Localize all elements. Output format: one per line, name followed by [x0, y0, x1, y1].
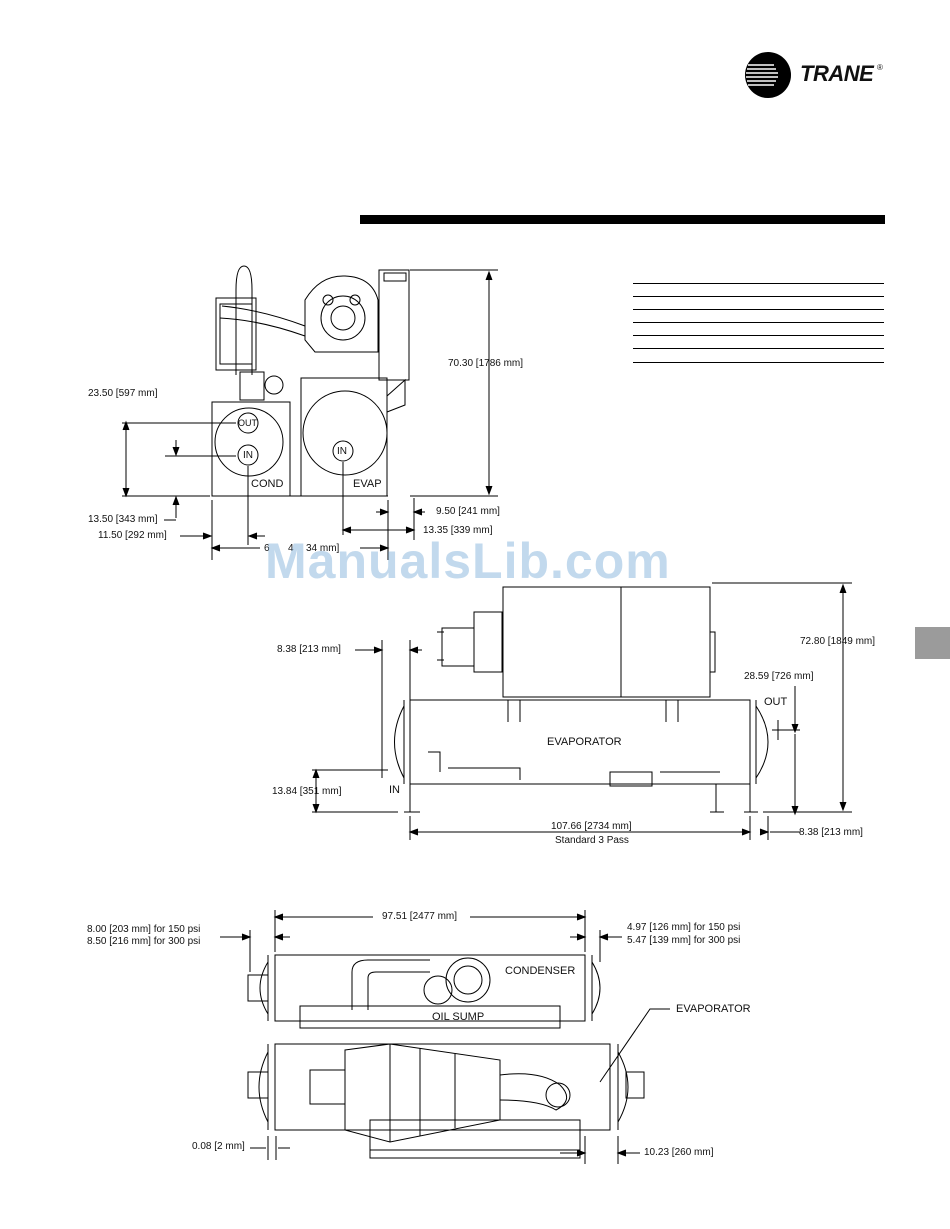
dim-width-partial-a: 6 — [264, 543, 270, 554]
dim-side-left-offset: 8.38 [213 mm] — [277, 644, 341, 655]
dim-top-left-300: 8.50 [216 mm] for 300 psi — [87, 936, 201, 947]
top-evaporator-label: EVAPORATOR — [676, 1003, 751, 1015]
table-rule — [633, 348, 884, 349]
table-rule — [633, 322, 884, 323]
dim-side-in-height: 13.84 [351 mm] — [272, 786, 342, 797]
oil-sump-label: OIL SUMP — [432, 1011, 485, 1023]
dim-side-length-note: Standard 3 Pass — [555, 835, 629, 846]
dim-top-length: 97.51 [2477 mm] — [382, 911, 458, 922]
dim-top-right-300: 5.47 [139 mm] for 300 psi — [627, 935, 741, 946]
section-side-tab — [915, 627, 950, 659]
dim-cond-out-height: 23.50 [597 mm] — [88, 388, 158, 399]
dim-height-overall: 70.30 [1786 mm] — [448, 358, 524, 369]
cond-out-label: OUT — [238, 418, 257, 428]
out-label: OUT — [764, 696, 788, 708]
dim-cond-in-height: 13.50 [343 mm] — [88, 514, 158, 525]
dim-side-right-offset: 8.38 [213 mm] — [799, 827, 863, 838]
front-view-drawing — [122, 266, 498, 560]
condenser-label: CONDENSER — [505, 965, 576, 977]
section-title-bar — [360, 215, 885, 224]
trane-circle-icon — [745, 52, 791, 98]
dim-evap-offset: 9.50 [241 mm] — [436, 506, 500, 517]
evaporator-label: EVAPORATOR — [547, 736, 622, 748]
trademark-symbol: ® — [877, 63, 883, 72]
dim-side-length: 107.66 [2734 mm] — [551, 821, 632, 832]
top-view-drawing — [220, 910, 670, 1164]
dim-top-left-small: 0.08 [2 mm] — [192, 1141, 245, 1152]
dim-cond-in-offset: 11.50 [292 mm] — [98, 530, 167, 541]
evap-label: EVAP — [353, 478, 382, 490]
cond-label: COND — [251, 478, 284, 490]
manualslib-watermark: ManualsLib.com — [265, 533, 671, 589]
trane-wordmark: TRANE — [800, 61, 874, 86]
table-rule — [633, 283, 884, 284]
dim-width-partial-b: 4 — [288, 543, 294, 554]
dim-width-partial-c: 34 mm] — [306, 543, 340, 554]
dim-evap-in-offset: 13.35 [339 mm] — [423, 525, 493, 536]
table-rule — [633, 309, 884, 310]
in-label: IN — [389, 784, 400, 796]
dim-top-right-bottom: 10.23 [260 mm] — [644, 1147, 714, 1158]
trane-logo: TRANE ® — [744, 51, 894, 99]
cond-in-label: IN — [243, 450, 253, 461]
table-rule — [633, 335, 884, 336]
dim-side-out-height: 28.59 [726 mm] — [744, 671, 814, 682]
dim-top-left-150: 8.00 [203 mm] for 150 psi — [87, 924, 201, 935]
table-rule — [633, 362, 884, 363]
table-rule — [633, 296, 884, 297]
side-view-drawing — [312, 583, 852, 840]
dim-side-height-overall: 72.80 [1849 mm] — [800, 636, 876, 647]
dim-top-right-150: 4.97 [126 mm] for 150 psi — [627, 922, 741, 933]
evap-in-label: IN — [337, 446, 347, 457]
